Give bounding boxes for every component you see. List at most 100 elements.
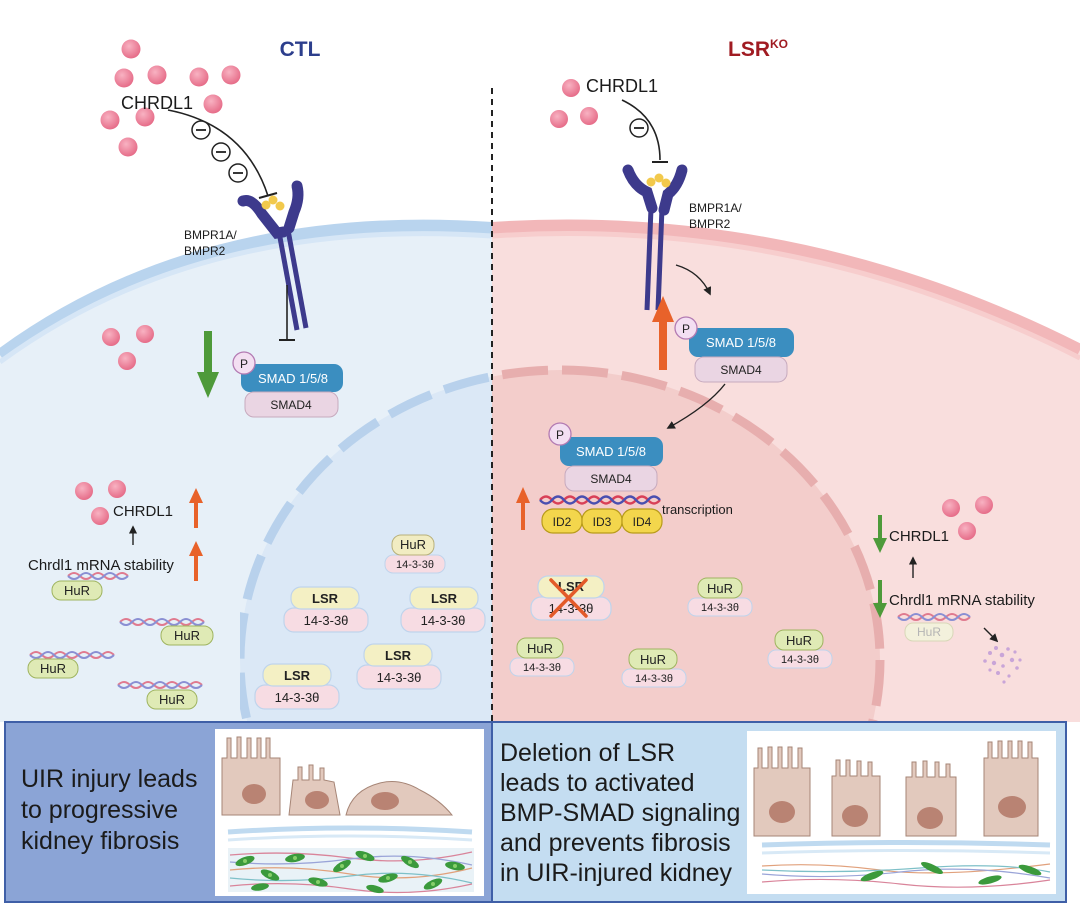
- membrane-left-inner: [0, 231, 493, 365]
- chrdl1-inhibition-line-right: [621, 99, 661, 161]
- hur-label-right-faded: HuR: [917, 625, 941, 639]
- lsr-label-2: LSR: [431, 591, 458, 606]
- 1433-label-right-nuc-2: 14-3-3θ: [523, 662, 561, 674]
- p-label-right-1: P: [682, 322, 690, 336]
- 1433-label-3: 14-3-3θ: [377, 670, 422, 685]
- chrdl1-dots-left-top: [100, 39, 241, 157]
- minus-icon-right: [629, 118, 649, 138]
- receptor-label-left-1: BMPR1A/: [184, 228, 237, 242]
- smad4-label-right-2: SMAD4: [590, 472, 632, 486]
- smad158-label-right-2: SMAD 1/5/8: [576, 444, 646, 459]
- up-arrow-smad-right: [652, 296, 674, 370]
- hur-1433-complexes-right: [509, 577, 833, 688]
- nuclear-translocation-arrow: [666, 383, 726, 429]
- chrdl1-label-right: CHRDL1: [586, 76, 658, 96]
- smad-complex-left: [232, 351, 343, 418]
- hur-label-left-1: HuR: [64, 583, 90, 598]
- 1433-label-1: 14-3-3θ: [304, 613, 349, 628]
- lsr-1433-complexes-left: [254, 586, 486, 710]
- lsr-label-4: LSR: [284, 668, 311, 683]
- fibrosis-illustration-left: [215, 729, 484, 896]
- mrna-stability-label-left: Chrdl1 mRNA stability: [28, 557, 174, 574]
- gene-label-id3: ID3: [593, 515, 612, 529]
- hur-1433-complex-left: [384, 534, 446, 574]
- 1433-label-4: 14-3-3θ: [275, 690, 320, 705]
- smad158-label-right-1: SMAD 1/5/8: [706, 335, 776, 350]
- smad-complex-right-cytoplasm: [674, 316, 794, 383]
- minus-icon-left-2: [211, 142, 231, 162]
- up-arrow-transcription: [516, 487, 530, 530]
- bottom-right-text: Deletion of LSR leads to activated BMP-S…: [500, 739, 747, 887]
- 1433-label-right-nuc-3: 14-3-3θ: [635, 673, 673, 685]
- header-lsr: LSR: [728, 38, 770, 61]
- bottom-right-line-1: Deletion of LSR: [500, 739, 675, 767]
- minus-icon-left-1: [191, 120, 211, 140]
- mrna-strands-left: [29, 572, 205, 689]
- hur-label-right-nuc-2: HuR: [527, 641, 553, 656]
- 1433-label-right-nuc-1: 14-3-3θ: [701, 602, 739, 614]
- bottom-left-text: UIR injury leads to progressive kidney f…: [21, 765, 204, 855]
- chrdl1-inhibition-line-left: [167, 109, 269, 197]
- smad158-label-left: SMAD 1/5/8: [258, 371, 328, 386]
- down-arrow-chrdl1-right: [873, 515, 887, 553]
- chrdl1-dots-left-mid: [75, 480, 126, 525]
- chrdl1-up-label-left: CHRDL1: [113, 503, 173, 520]
- chrdl1-dots-right-mid: [942, 496, 993, 540]
- gene-pills: [541, 508, 663, 534]
- smad4-label-left: SMAD4: [270, 398, 312, 412]
- p-label-right-2: P: [556, 428, 564, 442]
- deletion-cross-icon: [549, 578, 588, 618]
- gene-label-id4: ID4: [633, 515, 652, 529]
- chrdl1-dots-left-cytoplasm: [102, 325, 154, 370]
- header-ko-superscript: KO: [770, 37, 788, 51]
- smad-complex-right-nucleus: [548, 422, 663, 492]
- lsr-label-3: LSR: [385, 648, 412, 663]
- hur-label-right-nuc-3: HuR: [640, 652, 666, 667]
- receptor-label-right-1: BMPR1A/: [689, 201, 742, 215]
- hur-label-left-2: HuR: [174, 628, 200, 643]
- up-arrow-chrdl1-left: [189, 488, 203, 528]
- degraded-mrna-fragments: [983, 646, 1022, 684]
- hur-label-right-nuc-1: HuR: [707, 581, 733, 596]
- up-arrow-mrna-left: [189, 541, 203, 581]
- mrna-strand-right: [897, 613, 971, 621]
- receptor-curved-arrow-right: [675, 264, 712, 296]
- hur-pill-right-faded: [904, 622, 954, 642]
- 1433-label-nucleus-left-small: 14-3-3θ: [396, 559, 434, 571]
- degradation-arrow: [983, 627, 999, 643]
- membrane-right-inner: [491, 231, 1080, 361]
- membrane-right: [491, 219, 1080, 356]
- nucleus-left: [240, 372, 492, 722]
- bottom-right-line-4: and prevents fibrosis: [500, 829, 731, 857]
- receptor-left: [237, 180, 309, 331]
- membrane-left: [0, 219, 493, 360]
- chrdl1-label-left: CHRDL1: [121, 93, 193, 113]
- chrdl1-dots-right-top: [550, 79, 598, 128]
- healthy-kidney-illustration-right: [747, 731, 1056, 894]
- bottom-right-line-5: in UIR-injured kidney: [500, 859, 733, 887]
- transcription-label: transcription: [662, 502, 733, 517]
- hur-label-right-nuc-4: HuR: [786, 633, 812, 648]
- bottom-left-line-1: UIR injury leads: [21, 765, 197, 793]
- receptor-label-right-2: BMPR2: [689, 217, 731, 231]
- bottom-left-line-3: kidney fibrosis: [21, 827, 179, 855]
- hur-label-nucleus-left: HuR: [400, 537, 426, 552]
- 1433-label-2: 14-3-3θ: [421, 613, 466, 628]
- p-label-left: P: [240, 357, 248, 371]
- down-arrow-mrna-right: [873, 580, 887, 618]
- dna-strand: [539, 495, 661, 505]
- receptor-label-left-2: BMPR2: [184, 244, 226, 258]
- smad4-label-right-1: SMAD4: [720, 363, 762, 377]
- hur-label-left-4: HuR: [159, 692, 185, 707]
- chrdl1-down-label-right: CHRDL1: [889, 528, 949, 545]
- inhibition-bar-left: [258, 192, 278, 199]
- receptor-right: [622, 164, 688, 311]
- bottom-right-line-2: leads to activated: [500, 769, 695, 797]
- hur-label-left-3: HuR: [40, 661, 66, 676]
- header-lsr-ko: LSRKO: [728, 37, 788, 61]
- hur-pills-left: [27, 580, 214, 710]
- bottom-left-line-2: to progressive: [21, 796, 178, 824]
- lsr-label-1: LSR: [312, 591, 339, 606]
- 1433-label-right-nuc-4: 14-3-3θ: [781, 654, 819, 666]
